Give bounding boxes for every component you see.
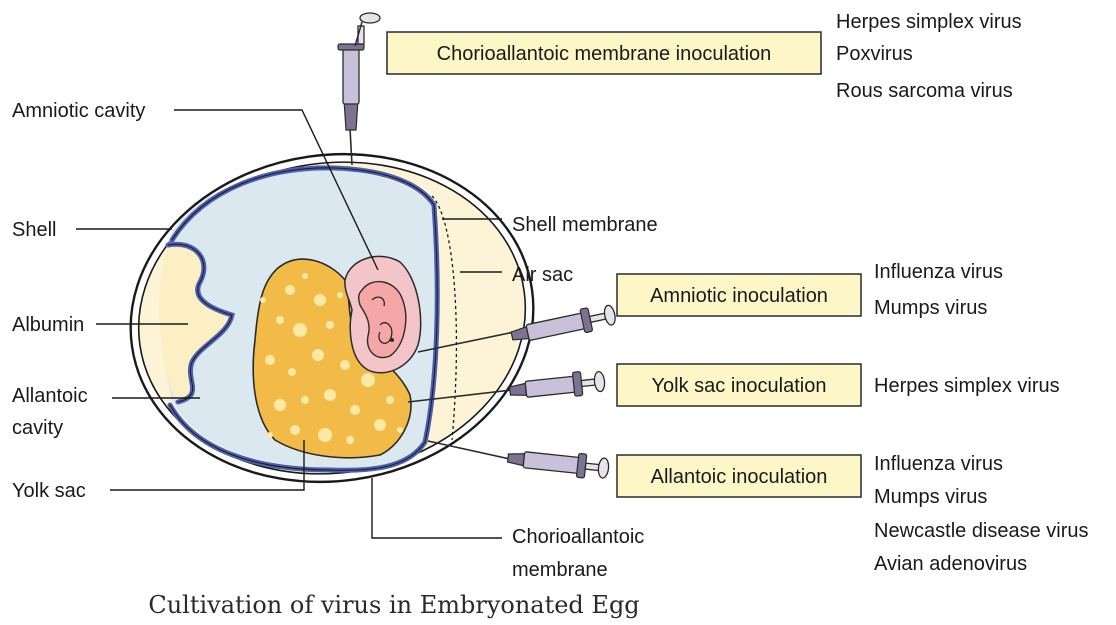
box-yolk-title: Yolk sac inoculation: [652, 375, 827, 397]
box-cam-inoculation: Chorioallantoic membrane inoculation: [387, 32, 821, 74]
label-shell-membrane: Shell membrane: [512, 214, 658, 236]
virus-item: Herpes simplex virus: [836, 11, 1022, 33]
label-allantoic-cavity-line1: Allantoic: [12, 385, 88, 407]
label-albumin: Albumin: [12, 314, 84, 336]
label-shell: Shell: [12, 219, 56, 241]
box-cam-title: Chorioallantoic membrane inoculation: [437, 43, 772, 65]
syringe-allantoic: [507, 446, 610, 480]
virus-item: Influenza virus: [874, 261, 1003, 283]
box-allantoic-title: Allantoic inoculation: [651, 466, 828, 488]
virus-list-yolk: Herpes simplex virus: [874, 375, 1060, 397]
virus-list-amniotic: Influenza virus Mumps virus: [874, 261, 1003, 319]
virus-item: Avian adenovirus: [874, 553, 1027, 575]
virus-item: Mumps virus: [874, 486, 987, 508]
label-amniotic-cavity: Amniotic cavity: [12, 100, 145, 122]
label-yolk-sac: Yolk sac: [12, 480, 86, 502]
syringe-yolk: [509, 369, 606, 403]
label-air-sac: Air sac: [512, 264, 573, 286]
virus-item: Influenza virus: [874, 453, 1003, 475]
virus-list-allantoic: Influenza virus Mumps virus Newcastle di…: [874, 453, 1089, 575]
virus-item: Herpes simplex virus: [874, 375, 1060, 397]
box-amniotic-title: Amniotic inoculation: [650, 285, 828, 307]
syringe-cam: [338, 13, 380, 165]
virus-item: Newcastle disease virus: [874, 520, 1089, 542]
label-allantoic-cavity-line2: cavity: [12, 417, 63, 439]
virus-item: Rous sarcoma virus: [836, 80, 1013, 102]
box-amniotic-inoculation: Amniotic inoculation: [617, 274, 861, 316]
label-chorioallantoic-membrane-line1: Chorioallantoic: [512, 526, 644, 548]
box-yolk-inoculation: Yolk sac inoculation: [617, 364, 861, 406]
figure-caption: Cultivation of virus in Embryonated Egg: [148, 591, 639, 619]
egg: [109, 128, 554, 507]
label-chorioallantoic-membrane-line2: membrane: [512, 559, 608, 581]
virus-item: Mumps virus: [874, 297, 987, 319]
virus-list-cam: Herpes simplex virus Poxvirus Rous sarco…: [836, 11, 1022, 102]
virus-item: Poxvirus: [836, 43, 913, 65]
box-allantoic-inoculation: Allantoic inoculation: [617, 455, 861, 497]
